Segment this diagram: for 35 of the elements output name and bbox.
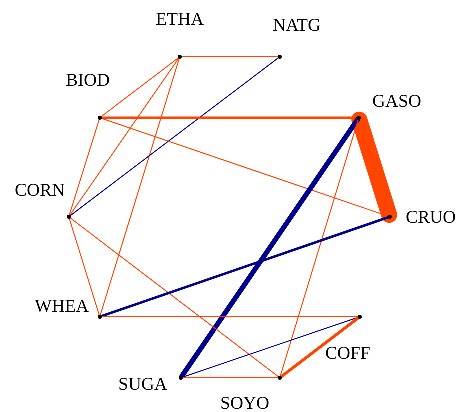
connector-line [70,58,279,216]
node-dot [357,116,361,120]
node-label: GASO [372,92,422,110]
connector-line [182,56,278,58]
node-label: BIOD [66,71,110,89]
node-dot [358,315,362,319]
node-label: SUGA [118,375,168,393]
connector-line [69,119,100,216]
connector-line [352,112,398,224]
connector-line [100,58,180,316]
connector-line [101,58,179,118]
node-label: SOYO [220,394,270,412]
connector-line [70,58,180,216]
node-label: CORN [15,181,65,199]
node-dot [388,215,392,219]
connector-line [280,119,359,377]
node-dot [98,116,102,120]
connector-line [182,317,359,378]
connector-line [69,218,100,316]
connector-line [180,117,360,379]
connector-line [70,218,279,378]
node-dot [278,376,282,380]
node-dot [278,55,282,59]
node-dot [98,315,102,319]
connector-line [102,316,358,318]
node-label: NATG [273,16,321,34]
node-label: WHEA [35,297,89,315]
node-label: CRUO [406,208,456,226]
connector-line [100,216,390,318]
node-label: COFF [325,344,371,362]
node-dot [179,376,183,380]
node-dot [178,55,182,59]
connector-line [280,316,360,378]
node-label: ETHA [156,10,204,28]
node-dot [67,215,71,219]
